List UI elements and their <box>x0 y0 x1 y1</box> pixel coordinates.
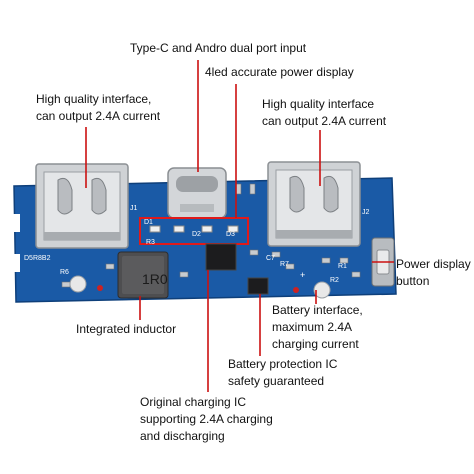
label-charging-ic-line3: and discharging <box>140 429 225 443</box>
label-charging-ic-line2: supporting 2.4A charging <box>140 412 273 426</box>
label-protection-ic-line2: safety guaranteed <box>228 374 325 388</box>
battery-pad-right <box>313 281 331 299</box>
silk-r7: R7 <box>280 261 289 268</box>
silk-d1: D1 <box>144 219 153 226</box>
usb-port-left <box>35 163 129 249</box>
label-protection-ic-line1: Battery protection IC <box>228 357 338 371</box>
label-charging-ic: Original charging IC supporting 2.4A cha… <box>140 394 273 445</box>
label-battery-interface: Battery interface, maximum 2.4A charging… <box>272 302 363 353</box>
inductor <box>117 251 169 299</box>
inductor-marking: 1R0 <box>142 271 168 287</box>
label-typec-input: Type-C and Andro dual port input <box>130 41 307 55</box>
label-left-interface-line1: High quality interface, <box>36 92 152 106</box>
silk-j1: J1 <box>130 205 138 212</box>
label-left-interface: High quality interface, can output 2.4A … <box>36 91 160 125</box>
label-power-button-line2: button <box>396 274 430 288</box>
silk-plus: + <box>300 270 305 280</box>
label-power-button: Power display button <box>396 256 471 290</box>
label-battery-interface-line2: maximum 2.4A <box>272 320 353 334</box>
silk-r5: R5 <box>234 175 243 182</box>
pcb-edge-notch-left <box>10 214 20 232</box>
silk-r1: R1 <box>338 263 347 270</box>
smd-components <box>61 183 361 288</box>
typec-port <box>167 167 227 219</box>
protection-ic-chip <box>247 277 269 295</box>
label-power-button-line1: Power display <box>396 257 471 271</box>
usb-port-right <box>267 161 361 247</box>
led-indicators <box>149 225 239 233</box>
silk-c7: C7 <box>266 255 275 262</box>
silk-r2: R2 <box>330 277 339 284</box>
label-charging-ic-line1: Original charging IC <box>140 395 247 409</box>
label-inductor: Integrated inductor <box>76 322 177 336</box>
label-left-interface-line2: can output 2.4A current <box>36 109 161 123</box>
label-protection-ic: Battery protection IC safety guaranteed <box>228 356 337 390</box>
label-right-interface: High quality interface can output 2.4A c… <box>262 96 386 130</box>
silk-r6: R6 <box>60 269 69 276</box>
silk-d5r8b2: D5R8B2 <box>24 255 51 262</box>
label-right-interface-line1: High quality interface <box>262 97 375 111</box>
charging-ic-chip <box>205 243 237 271</box>
pad-red-dot <box>97 285 103 291</box>
label-right-interface-line2: can output 2.4A current <box>262 114 387 128</box>
leader-lines <box>85 60 394 392</box>
silk-d3: D3 <box>226 231 235 238</box>
silk-r4: R4 <box>248 175 257 182</box>
label-led-display: 4led accurate power display <box>205 65 354 79</box>
silk-d2: D2 <box>192 231 201 238</box>
led-row-highlight <box>139 217 249 245</box>
pad-red-dot-2 <box>293 287 299 293</box>
silk-j2: J2 <box>362 209 370 216</box>
label-battery-interface-line1: Battery interface, <box>272 303 363 317</box>
battery-pad-left <box>69 275 87 293</box>
pcb-edge-notch-left-2 <box>10 254 20 272</box>
silk-r3: R3 <box>146 239 155 246</box>
label-battery-interface-line3: charging current <box>272 337 359 351</box>
